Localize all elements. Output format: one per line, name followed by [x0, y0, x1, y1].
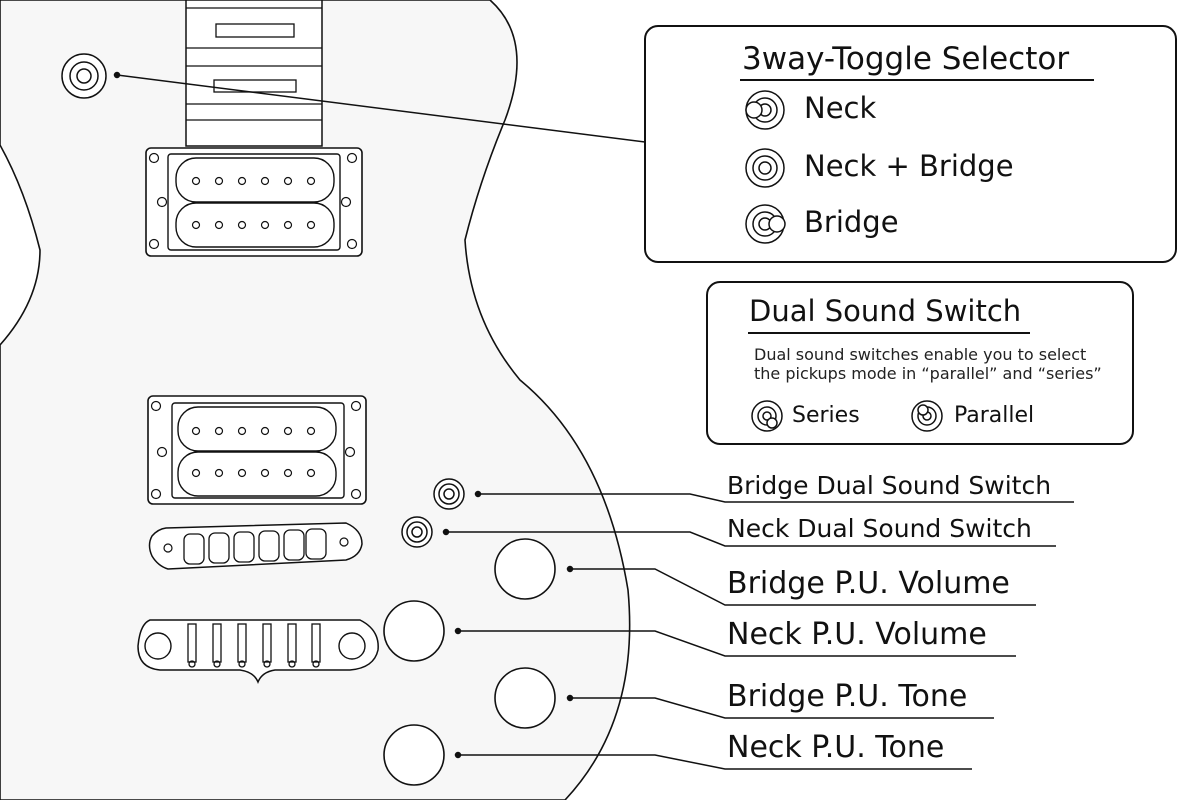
parallel-label: Parallel: [954, 403, 1035, 428]
toggle-selector-knob: [61, 53, 107, 99]
toggle-option-neck-bridge: Neck + Bridge: [804, 149, 1014, 183]
callout-bridge-volume: Bridge P.U. Volume: [727, 566, 1010, 601]
neck-dual-sound-switch: [401, 516, 433, 548]
parallel-icon: [910, 399, 944, 437]
toggle-option-neck: Neck: [804, 91, 877, 125]
callout-neck-dual-sound: Neck Dual Sound Switch: [727, 514, 1032, 543]
dual-title-underline: [748, 332, 1030, 334]
toggle-legend-title: 3way-Toggle Selector: [742, 41, 1070, 77]
guitar-neck: [185, 0, 323, 147]
bridge-dual-sound-switch: [433, 478, 465, 510]
callout-bridge-dual-sound: Bridge Dual Sound Switch: [727, 471, 1052, 500]
tune-o-matic-bridge: [148, 522, 363, 570]
callout-neck-volume: Neck P.U. Volume: [727, 617, 987, 652]
dual-legend-title: Dual Sound Switch: [749, 294, 1022, 328]
series-icon: [750, 399, 784, 437]
stopbar-tailpiece: [137, 619, 379, 685]
toggle-middle-icon: [742, 147, 788, 193]
callout-bridge-tone: Bridge P.U. Tone: [727, 679, 968, 714]
neck-tone-knob: [383, 724, 445, 786]
toggle-callout-leader: [113, 71, 646, 143]
dual-legend-description-line1: Dual sound switches enable you to select: [754, 345, 1087, 364]
bridge-volume-knob: [494, 538, 556, 600]
neck-pickup: [145, 147, 363, 257]
toggle-title-underline: [740, 79, 1094, 81]
callout-leaders: [442, 490, 1074, 770]
bridge-tone-knob: [494, 667, 556, 729]
toggle-selector-legend: 3way-Toggle Selector Neck Neck + Bridge: [644, 25, 1177, 263]
toggle-option-bridge: Bridge: [804, 205, 899, 239]
dual-sound-legend: Dual Sound Switch Dual sound switches en…: [706, 281, 1134, 445]
callout-neck-tone: Neck P.U. Tone: [727, 730, 945, 765]
dual-legend-description-line2: the pickups mode in “parallel” and “seri…: [754, 364, 1102, 383]
toggle-neck-icon: [742, 89, 788, 135]
toggle-bridge-icon: [742, 203, 790, 249]
neck-volume-knob: [383, 600, 445, 662]
series-label: Series: [792, 403, 860, 428]
bridge-pickup: [147, 395, 367, 505]
